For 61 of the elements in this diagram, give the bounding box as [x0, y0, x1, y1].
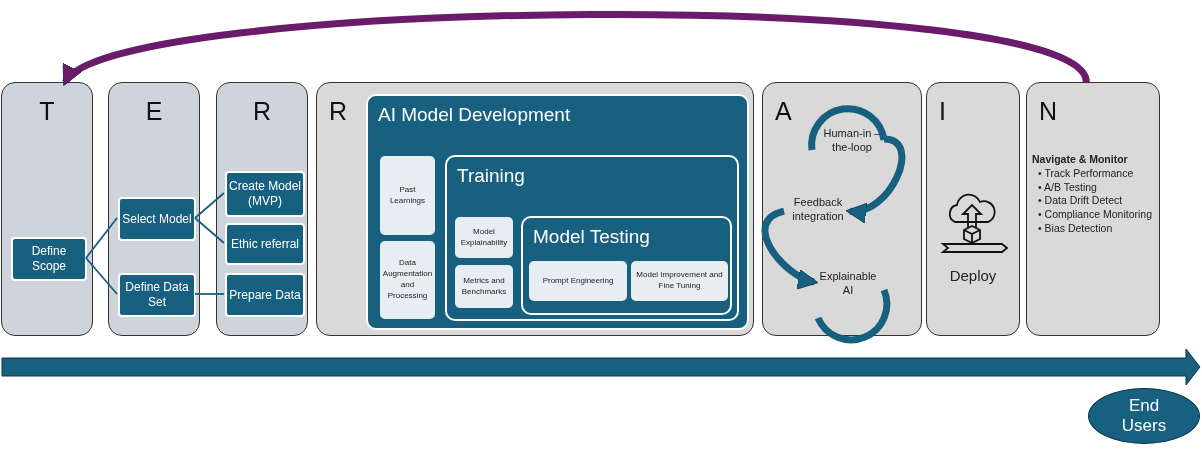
group-title: Model Testing	[533, 226, 650, 248]
box-label: Define Scope	[30, 244, 68, 274]
process-box	[529, 261, 627, 301]
box-label: Model Explainability	[459, 226, 509, 249]
list-item: • Compliance Monitoring	[1038, 207, 1152, 222]
column-letter: T	[38, 97, 56, 126]
box-label: Select Model	[122, 211, 192, 227]
list-heading: Navigate & Monitor	[1032, 153, 1129, 165]
box-label: Past Learnings	[388, 184, 427, 207]
process-box	[118, 197, 196, 241]
column-letter: I	[939, 97, 946, 126]
connector-line	[85, 257, 118, 295]
box-label: End Users	[1120, 395, 1168, 437]
connector-line	[194, 217, 225, 244]
box-label: Create Model (MVP)	[227, 179, 302, 209]
box-label: Metrics and Benchmarks	[460, 275, 508, 298]
column-letter: R	[251, 97, 273, 126]
group-frame	[445, 155, 739, 321]
box-label: Prepare Data	[229, 287, 301, 303]
process-box	[631, 261, 728, 301]
connector-line	[194, 293, 225, 295]
box-label: Ethic referral	[231, 236, 299, 252]
process-box	[225, 171, 305, 217]
column-panel	[216, 82, 308, 336]
column-letter: R	[329, 97, 348, 126]
curved-arrow	[61, 11, 1089, 85]
step-label: Feedback integration	[791, 194, 845, 224]
column-letter: E	[144, 97, 164, 126]
connector-line	[194, 192, 225, 219]
process-box	[380, 241, 435, 319]
list-item: • A/B Testing	[1038, 180, 1098, 195]
list-item: • Track Performance	[1038, 167, 1135, 181]
curved-arrow	[845, 135, 906, 221]
column-panel	[108, 82, 200, 336]
process-box	[118, 273, 196, 317]
process-box	[225, 273, 305, 317]
process-box	[380, 156, 435, 235]
step-label: Human-in – the-loop	[822, 125, 882, 155]
step-label: Explainable AI	[818, 268, 878, 298]
column-panel	[1026, 82, 1160, 336]
column-panel	[316, 82, 754, 336]
box-label: Model Improvement and Fine Tuning	[635, 270, 724, 292]
process-box	[455, 217, 513, 258]
column-panel	[1, 82, 93, 336]
list-item: • Data Drift Detect	[1038, 194, 1124, 208]
column-panel	[926, 82, 1020, 336]
box-label: Define Data Set	[124, 280, 190, 310]
process-box	[11, 237, 87, 281]
group-title: Training	[457, 165, 525, 187]
process-box	[455, 265, 513, 308]
list-item: • Bias Detection	[1038, 221, 1114, 236]
group-title: AI Model Development	[378, 104, 571, 126]
group-frame	[521, 216, 732, 315]
group-frame	[366, 94, 749, 330]
process-box	[225, 223, 305, 265]
step-label: Deploy	[949, 266, 997, 286]
box-label: Data Augmentation and Processing	[382, 258, 433, 302]
column-panel	[762, 82, 922, 336]
column-letter: N	[1039, 97, 1058, 126]
column-letter: A	[775, 97, 792, 126]
box-label: Prompt Engineering	[542, 275, 614, 287]
